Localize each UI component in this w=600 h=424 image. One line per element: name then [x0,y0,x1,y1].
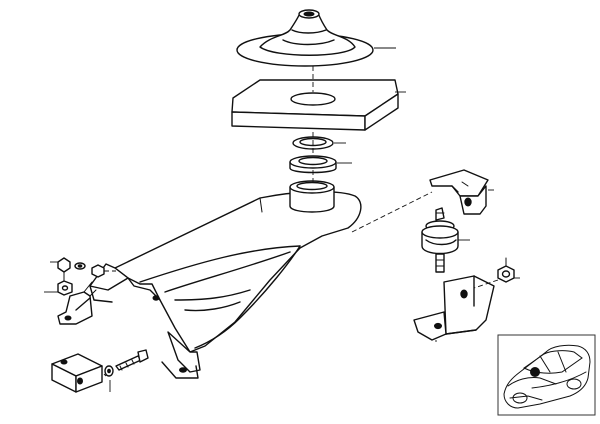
mounting-bracket [413,275,495,341]
hex-nut [497,257,515,283]
selector-arm-housing [89,191,362,379]
hex-bolt [50,257,71,283]
vehicle-location-thumbnail [497,334,596,416]
gear-lever-boot [236,9,374,67]
screw [115,349,149,371]
hex-nut [91,264,105,278]
assembly-axis [473,279,499,289]
washer [74,262,86,270]
location-marker [530,367,540,377]
bearing-ring [289,155,337,174]
assembly-axis [351,191,433,233]
front-bracket [57,281,97,325]
leader-line [103,373,107,377]
hex-nut [44,280,73,296]
shift-lever-bearing-socket [289,180,335,213]
rubber-block [51,353,103,393]
rear-holder-bracket [429,169,489,215]
rubber-mount [421,207,459,273]
washer [104,365,114,377]
sealing-plate [231,79,399,131]
